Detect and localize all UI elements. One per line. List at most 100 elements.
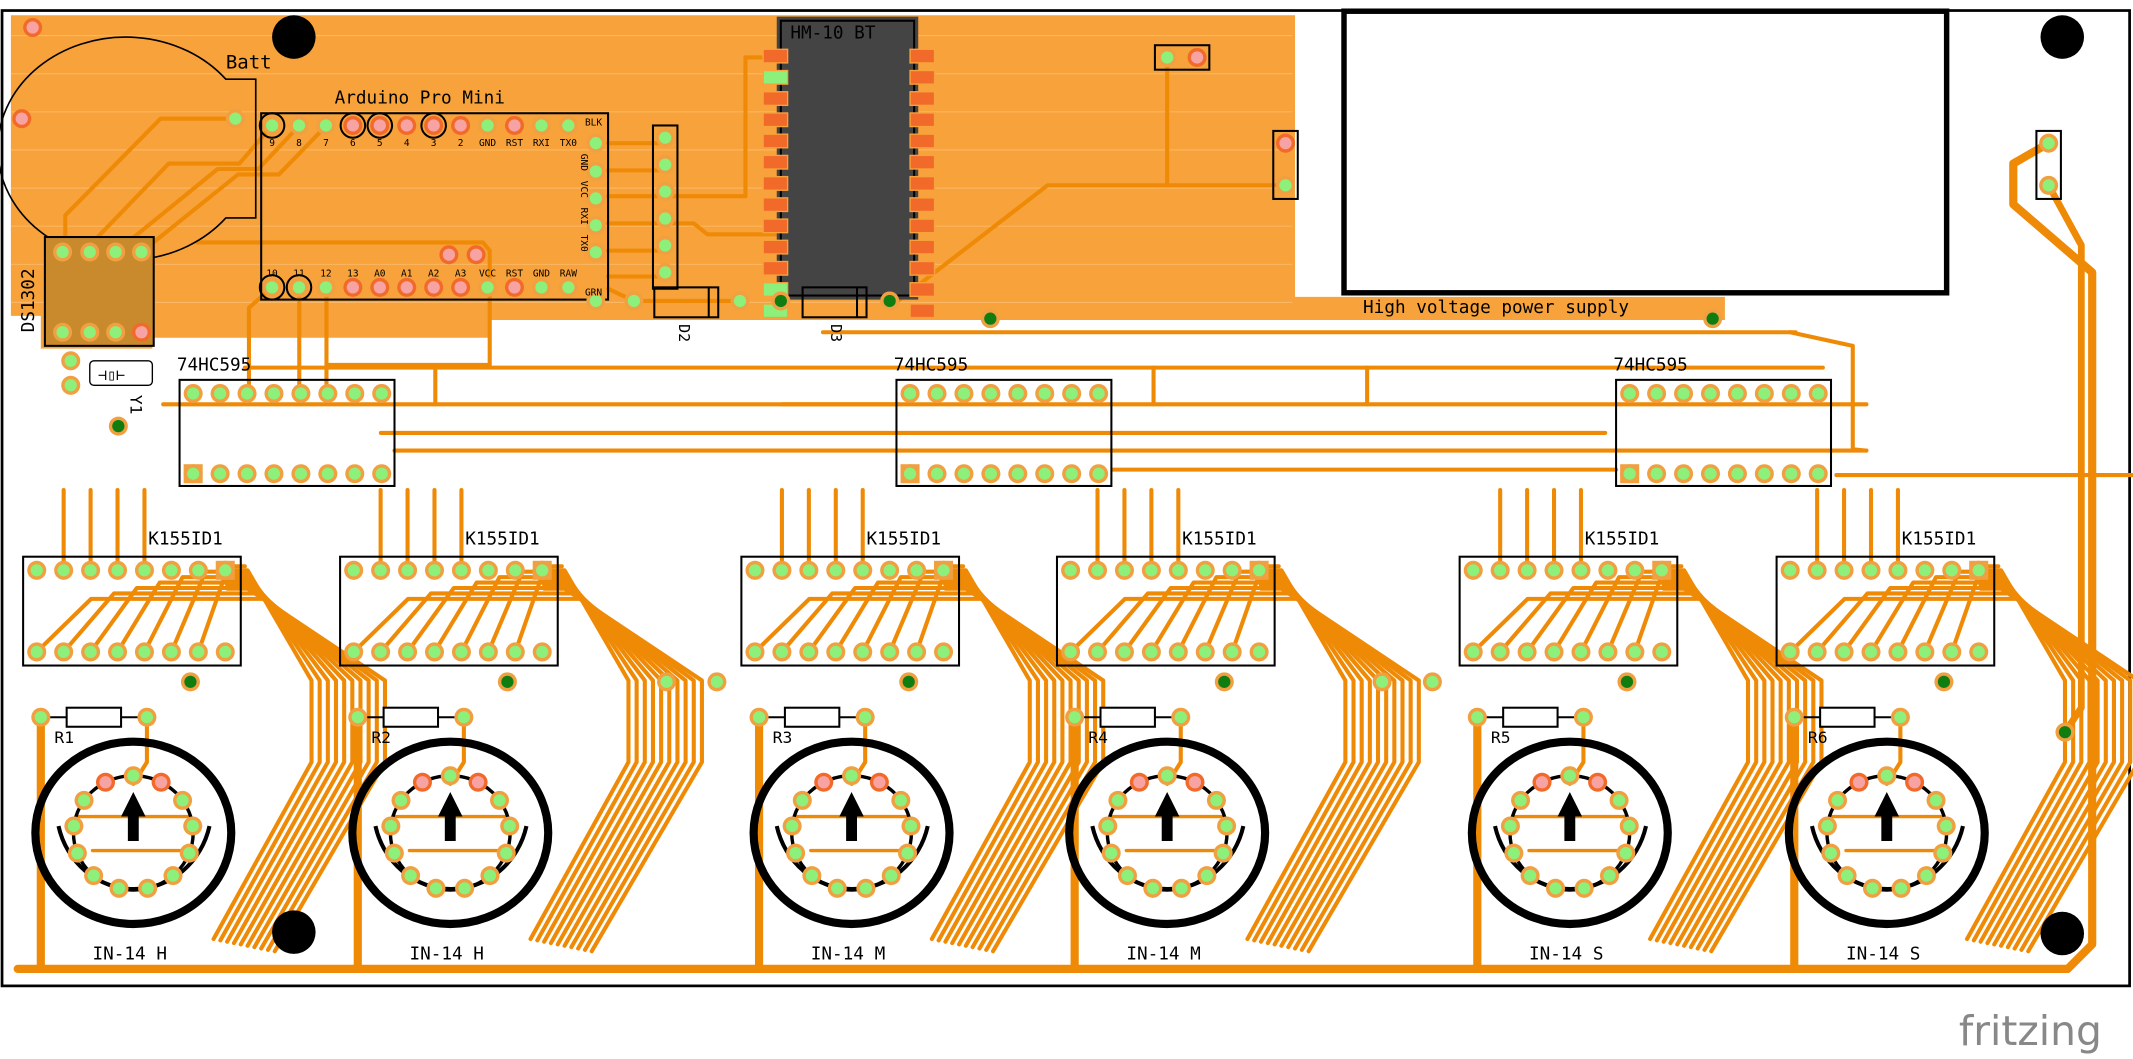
pad[interactable] [901,816,921,836]
pad[interactable] [1008,464,1028,484]
pad[interactable] [1754,383,1774,403]
pad[interactable] [980,309,1000,329]
pad[interactable] [137,707,157,727]
pad[interactable] [348,707,368,727]
pad[interactable] [1035,464,1055,484]
pad[interactable] [1463,642,1483,662]
pad[interactable] [1520,866,1540,886]
pad[interactable] [258,274,286,301]
pad[interactable] [1467,707,1487,727]
bt-pad[interactable] [909,133,936,149]
pad[interactable] [749,707,769,727]
pad[interactable] [1647,464,1667,484]
pad[interactable] [586,133,606,153]
pad-unconnected[interactable] [1849,772,1869,792]
pad[interactable] [1062,464,1082,484]
shift-register-74hc595[interactable] [895,378,1113,487]
pad[interactable] [188,560,208,580]
pad[interactable] [1573,707,1593,727]
pad[interactable] [1942,560,1962,580]
pad[interactable] [898,843,918,863]
pad[interactable] [799,560,819,580]
pad-unconnected[interactable] [412,772,432,792]
pad[interactable] [180,672,200,692]
pad[interactable] [707,672,727,692]
pad[interactable] [183,816,203,836]
pad[interactable] [655,128,675,148]
pad[interactable] [1101,843,1121,863]
pad-unconnected[interactable] [468,772,488,792]
bt-pad[interactable] [762,91,789,107]
pad[interactable] [1490,560,1510,580]
pad[interactable] [730,291,750,311]
pad[interactable] [134,642,154,662]
pad[interactable] [84,866,104,886]
pad[interactable] [1936,816,1956,836]
pad[interactable] [108,560,128,580]
pad[interactable] [855,707,875,727]
bt-pad[interactable] [909,239,936,255]
pad[interactable] [1598,642,1618,662]
pad[interactable] [179,843,199,863]
pad[interactable] [1517,560,1537,580]
pad[interactable] [2039,175,2059,195]
pad[interactable] [1061,560,1081,580]
pad[interactable] [1500,816,1520,836]
pad[interactable] [64,816,84,836]
pad[interactable] [1599,866,1620,886]
pad[interactable] [1807,560,1827,580]
pad[interactable] [1089,383,1109,403]
pad[interactable] [478,642,498,662]
pad[interactable] [451,642,471,662]
pad[interactable] [1171,707,1191,727]
pad[interactable] [558,277,578,297]
pad[interactable] [880,560,900,580]
pad[interactable] [1862,878,1882,898]
pad-unconnected[interactable] [1129,772,1149,792]
pad[interactable] [782,816,802,836]
pad[interactable] [1463,560,1483,580]
pad[interactable] [826,560,846,580]
pad[interactable] [163,866,183,886]
pad[interactable] [745,560,765,580]
pad[interactable] [934,642,954,662]
pad[interactable] [1616,843,1636,863]
pad[interactable] [316,277,336,297]
pad[interactable] [1222,642,1242,662]
pad[interactable] [1197,866,1217,886]
pad[interactable] [799,642,819,662]
pad[interactable] [424,642,445,662]
pad[interactable] [371,560,391,580]
pad[interactable] [1544,642,1564,662]
pad[interactable] [161,560,181,580]
pad[interactable] [1062,383,1082,403]
pad-unconnected[interactable] [1187,47,1207,67]
header-6pin[interactable] [651,124,679,290]
pad[interactable] [1780,560,1800,580]
pad[interactable] [451,560,471,580]
bt-pad[interactable] [909,282,936,298]
pad[interactable] [1877,766,1897,786]
bt-pad[interactable] [909,91,936,107]
pad-unconnected[interactable] [814,772,834,792]
pad[interactable] [1143,878,1163,898]
pad[interactable] [1617,672,1637,692]
hm10-bluetooth[interactable]: HM-10 BT [776,16,919,300]
pad[interactable] [134,560,154,580]
pad[interactable] [853,560,873,580]
pad[interactable] [772,560,792,580]
bt-pad[interactable] [909,218,936,234]
pad[interactable] [1511,790,1531,810]
pad[interactable] [1834,642,1854,662]
pad[interactable] [657,672,677,692]
pad[interactable] [1926,790,1946,810]
pad-unconnected[interactable] [451,277,471,297]
pad[interactable] [1171,878,1192,898]
pad[interactable] [655,182,675,202]
pad[interactable] [372,383,392,403]
pad[interactable] [81,642,101,662]
bt-pad[interactable] [909,260,936,276]
pad[interactable] [531,115,551,136]
pad[interactable] [1700,383,1721,403]
bt-pad[interactable] [762,197,789,213]
